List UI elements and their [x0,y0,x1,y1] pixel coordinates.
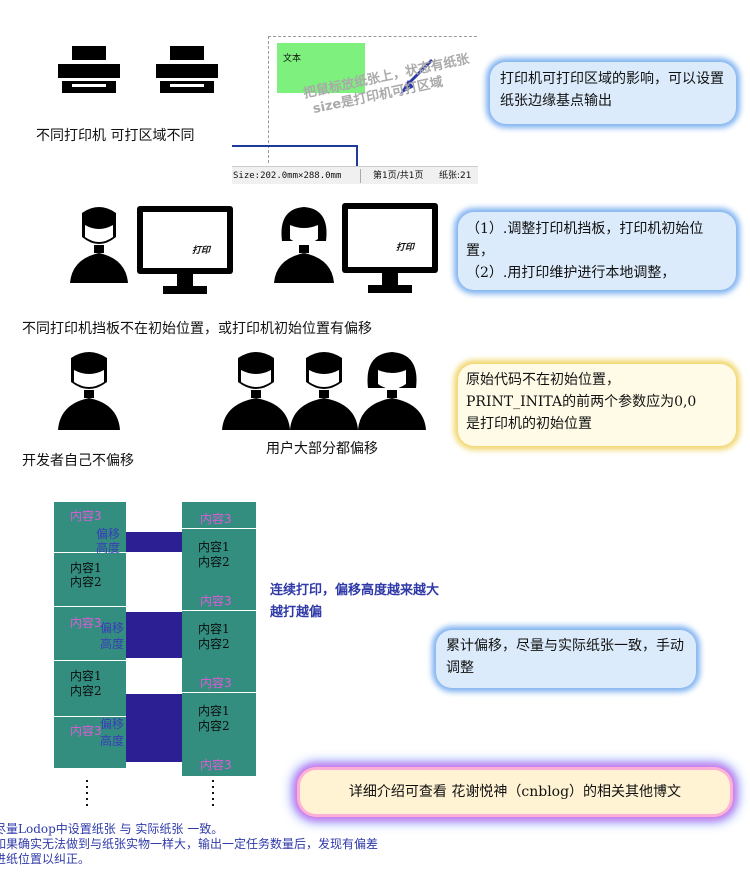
status-size: Size:202.0mm×288.0mm [233,171,342,181]
right-content1-label: 内容1 [198,540,230,554]
screen-text-2: 打印 [396,243,415,253]
arrow-icon [396,56,436,98]
preview-screenshot: 文本 把鼠标放纸张上，状态有纸张 size是打印机可打区域 Size:202.0… [232,16,478,184]
diagram-note: 连续打印，偏移高度越来越大 越打越偏 [270,580,439,624]
page-divider [54,716,126,717]
row1-caption: 不同打印机 可打区域不同 [36,128,195,144]
left-height-label: 高度 [96,541,121,555]
callout-cumulative-offset: 累计偏移，尽量与实际纸张一致，手动调整 [436,630,696,688]
right-content3-label: 内容3 [200,676,232,690]
left-offset-label: 偏移 [100,717,125,731]
left-offset-label: 偏移 [100,621,125,635]
page-divider [54,606,126,607]
preview-canvas [232,16,478,170]
callout2-line-2: （2）.用打印维护进行本地调整， [466,265,676,281]
page-divider [54,552,126,553]
callout-adjust-printer: （1）.调整打印机挡板，打印机初始位置， （2）.用打印维护进行本地调整， [458,212,736,290]
left-content3-label: 内容3 [70,616,102,630]
right-content2-label: 内容2 [198,719,230,733]
callout-blog-link[interactable]: 详细介绍可查看 花谢悦神（cnblog）的相关其他博文 [300,770,730,814]
left-height-label: 高度 [100,734,125,748]
left-height-label: 高度 [100,637,125,651]
status-bar: Size:202.0mm×288.0mm 第1页/共1页 纸张:21 [232,166,478,184]
callout-printable-area: 打印机可打印区域的影响，可以设置纸张边缘基点输出 [490,62,736,124]
offset-bar [126,612,182,658]
male-user-icon [68,203,130,283]
user-icon-c [356,348,428,430]
offset-bar [126,532,182,552]
continuation-dots-left [86,780,88,810]
callout3-line-2: PRINT_INITA的前两个参数应为0,0 [466,394,697,410]
user-icon-a [220,348,292,430]
right-content1-label: 内容1 [198,704,230,718]
callout3-line-3: 是打印机的初始位置 [466,416,592,432]
screen-text-1: 打印 [192,246,211,256]
left-content3-label: 内容3 [70,509,102,523]
female-user-icon [272,203,336,283]
preview-selection-line [232,145,357,147]
continuation-dots-right [212,780,214,810]
diagram-note-line-2: 越打越偏 [270,605,323,620]
offset-bar [126,694,182,762]
printer-icon-2 [156,46,218,98]
row3-caption-left: 开发者自己不偏移 [22,453,134,469]
right-content3-label: 内容3 [200,512,232,526]
page-divider [182,692,256,693]
left-content2-label: 内容2 [70,575,102,589]
status-page: 第1页/共1页 [373,171,424,181]
callout2-line-1: （1）.调整打印机挡板，打印机初始位置， [466,221,704,259]
preview-text-box: 文本 [277,43,365,93]
left-content1-label: 内容1 [70,669,102,683]
page-divider [54,660,126,661]
left-content3-label: 内容3 [70,724,102,738]
preview-text-box-label: 文本 [283,54,302,64]
user-icon-b [288,348,360,430]
diagram-note-line-1: 连续打印，偏移高度越来越大 [270,583,440,598]
footer-line-3: 进纸位置以纠正。 [0,852,91,866]
preview-selection-line-v [356,145,358,170]
row2-caption: 不同打印机挡板不在初始位置，或打印机初始位置有偏移 [22,321,372,337]
footer-note: 尽量Lodop中设置纸张 与 实际纸张 一致。 如果确实无法做到与纸张实物一样大… [0,822,378,867]
left-offset-label: 偏移 [96,527,121,541]
paper-strip-right [182,502,256,776]
callout-init-position: 原始代码不在初始位置， PRINT_INITA的前两个参数应为0,0 是打印机的… [458,364,736,446]
monitor-icon-2 [342,203,438,295]
right-content2-label: 内容2 [198,637,230,651]
footer-line-2: 如果确实无法做到与纸张实物一样大，输出一定任务数量后，发现有偏差 [0,837,379,851]
page-divider [182,528,256,529]
right-content3-label: 内容3 [200,758,232,772]
preview-paper-border [268,36,478,163]
paper-strip-left [54,502,126,768]
row3-caption-right: 用户大部分都偏移 [266,441,378,457]
printer-icon-1 [58,46,120,98]
status-divider [360,169,361,183]
right-content1-label: 内容1 [198,622,230,636]
right-content3-label: 内容3 [200,594,232,608]
page-divider [182,610,256,611]
developer-icon [56,348,122,430]
monitor-icon-1 [137,206,233,296]
right-content2-label: 内容2 [198,555,230,569]
left-content1-label: 内容1 [70,561,102,575]
left-content2-label: 内容2 [70,684,102,698]
status-paper: 纸张:21 [439,171,472,181]
callout3-line-1: 原始代码不在初始位置， [466,372,620,388]
footer-line-1: 尽量Lodop中设置纸张 与 实际纸张 一致。 [0,822,224,836]
